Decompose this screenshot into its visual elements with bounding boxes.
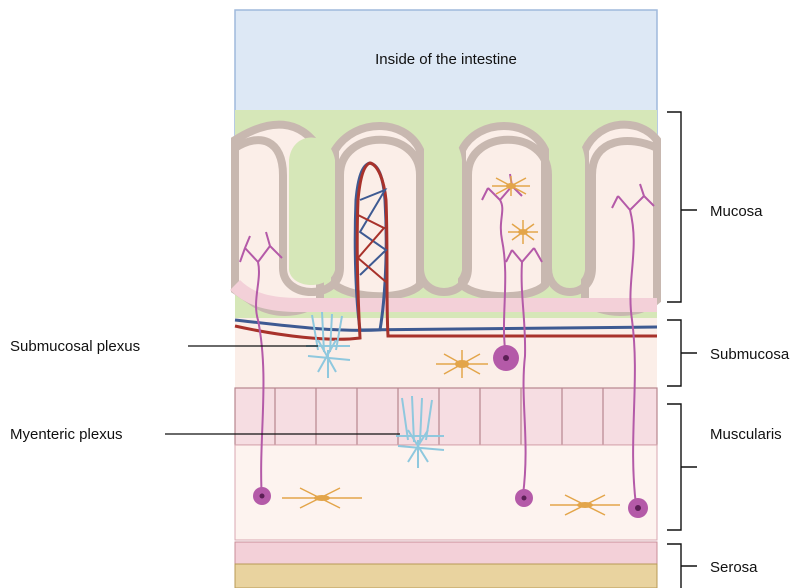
mucosa-label: Mucosa xyxy=(710,203,763,220)
muscle-band xyxy=(235,388,657,445)
muscle-band-lower xyxy=(235,445,657,540)
layer-brackets xyxy=(667,112,697,588)
submucosal-plexus-label: Submucosal plexus xyxy=(10,338,140,355)
myenteric-plexus-label: Myenteric plexus xyxy=(10,426,123,443)
muscularis-label: Muscularis xyxy=(710,426,782,443)
serosa-label: Serosa xyxy=(710,559,758,576)
outer-layer xyxy=(235,564,657,588)
lumen-label: Inside of the intestine xyxy=(375,51,517,68)
submucosa-label: Submucosa xyxy=(710,346,790,363)
serosa-layer xyxy=(235,542,657,564)
